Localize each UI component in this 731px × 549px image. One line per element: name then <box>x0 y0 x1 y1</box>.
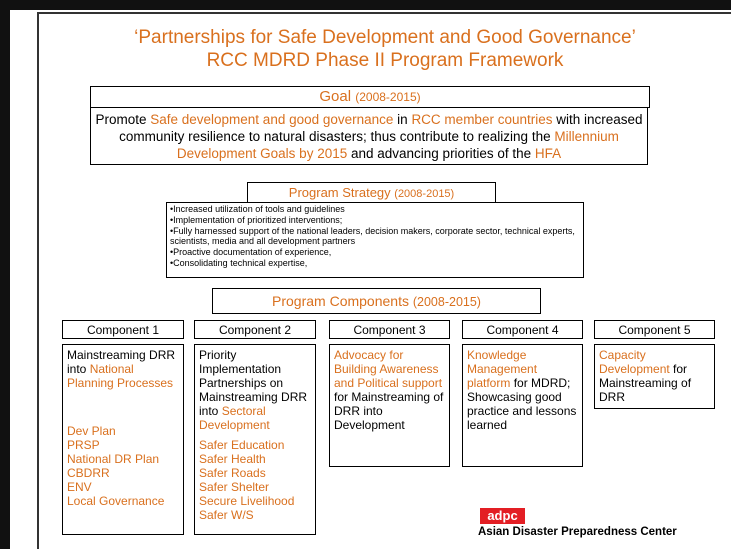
top-border-bar <box>10 0 731 10</box>
goal-heading: Goal <box>319 88 352 105</box>
title-line-1: ‘Partnerships for Safe Development and G… <box>134 27 636 48</box>
list-item: Local Governance <box>67 494 165 508</box>
component-5-body: Capacity Development for Mainstreaming o… <box>594 344 715 409</box>
goal-text-2: in <box>393 112 412 127</box>
strategy-list: •Increased utilization of tools and guid… <box>166 202 584 278</box>
strategy-item: •Implementation of prioritized intervent… <box>170 214 343 225</box>
components-heading: Program Components <box>272 293 409 309</box>
component-5-title: Component 5 <box>594 320 715 339</box>
page-title: ‘Partnerships for Safe Development and G… <box>40 26 730 72</box>
list-item: Safer Education <box>199 438 285 452</box>
component-2-title: Component 2 <box>194 320 316 339</box>
component-3-text: for Mainstreaming of DRR into Developmen… <box>334 390 444 432</box>
list-item: Secure Livelihood <box>199 494 295 508</box>
slide-frame <box>37 12 731 549</box>
component-2-description: Priority Implementation Partnerships on … <box>199 348 311 432</box>
goal-statement: Promote Safe development and good govern… <box>90 107 648 165</box>
component-4-highlight: Knowledge Management platform <box>467 348 538 390</box>
goal-highlight-4: HFA <box>534 146 562 161</box>
component-2-list: Safer Education Safer Health Safer Roads… <box>199 438 311 522</box>
component-1-title: Component 1 <box>62 320 184 339</box>
strategy-item: •Consolidating technical expertise, <box>170 257 308 268</box>
component-3-description: Advocacy for Building Awareness and Poli… <box>334 348 445 432</box>
adpc-logo: adpc <box>480 508 525 524</box>
title-line-2: RCC MDRD Phase II Program Framework <box>206 50 564 71</box>
list-item: ENV <box>67 480 92 494</box>
strategy-item: •Fully harnessed support of the national… <box>170 225 575 247</box>
list-item: National DR Plan <box>67 452 160 466</box>
component-5-description: Capacity Development for Mainstreaming o… <box>599 348 710 404</box>
list-item: Safer Health <box>199 452 266 466</box>
component-2-body: Priority Implementation Partnerships on … <box>194 344 316 535</box>
list-item: CBDRR <box>67 466 110 480</box>
list-item: PRSP <box>67 438 100 452</box>
goal-text-4: and advancing priorities of the <box>347 146 535 161</box>
list-item: Safer Roads <box>199 466 266 480</box>
goal-text-3: with increased community resilience to n… <box>119 112 643 144</box>
list-item: Dev Plan <box>67 424 116 438</box>
goal-highlight-2: RCC member countries <box>411 112 553 127</box>
component-1-text: Mainstreaming DRR into <box>67 348 176 376</box>
component-4-text: for MDRD; Showcasing good practice and l… <box>467 376 577 432</box>
strategy-heading: Program Strategy <box>288 185 391 200</box>
strategy-heading-box: Program Strategy (2008-2015) <box>247 182 496 203</box>
strategy-period: (2008-2015) <box>394 188 455 200</box>
component-1-list: Dev Plan PRSP National DR Plan CBDRR ENV… <box>67 424 179 508</box>
component-5-text: for Mainstreaming of DRR <box>599 362 692 404</box>
list-item: Safer Shelter <box>199 480 270 494</box>
component-5-highlight: Capacity Development <box>599 348 670 376</box>
goal-highlight-1: Safe development and good governance <box>150 112 394 127</box>
component-4-body: Knowledge Management platform for MDRD; … <box>462 344 583 467</box>
components-heading-box: Program Components (2008-2015) <box>212 288 541 314</box>
goal-heading-box: Goal (2008-2015) <box>90 86 650 108</box>
component-2-highlight: Sectoral Development <box>199 404 270 432</box>
component-3-title: Component 3 <box>329 320 450 339</box>
component-1-description: Mainstreaming DRR into National Planning… <box>67 348 179 390</box>
component-4-title: Component 4 <box>462 320 583 339</box>
strategy-item: •Increased utilization of tools and guid… <box>170 204 345 214</box>
component-3-body: Advocacy for Building Awareness and Poli… <box>329 344 450 467</box>
component-2-text: Priority Implementation Partnerships on … <box>199 348 308 418</box>
strategy-item: •Proactive documentation of experience, <box>170 247 332 258</box>
left-border-bar <box>0 0 10 549</box>
component-3-highlight: Advocacy for Building Awareness and Poli… <box>334 348 443 390</box>
components-period: (2008-2015) <box>412 295 481 309</box>
list-item: Safer W/S <box>199 508 254 522</box>
component-1-highlight: National Planning Processes <box>67 362 174 390</box>
component-1-body: Mainstreaming DRR into National Planning… <box>62 344 184 535</box>
goal-highlight-3: Millennium Development Goals by 2015 <box>176 129 619 161</box>
goal-text-1: Promote <box>95 112 151 127</box>
component-4-description: Knowledge Management platform for MDRD; … <box>467 348 578 432</box>
adpc-organization-name: Asian Disaster Preparedness Center <box>478 526 677 538</box>
goal-period: (2008-2015) <box>355 90 421 104</box>
